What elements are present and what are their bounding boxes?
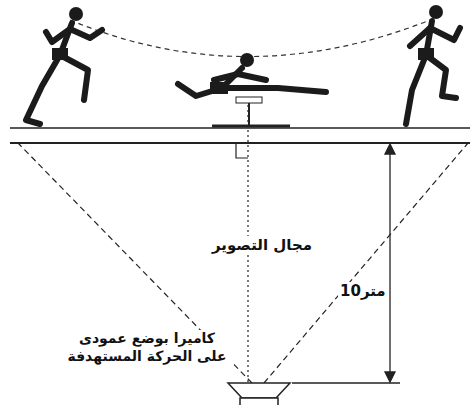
right-angle-mark (236, 143, 248, 158)
field-of-view-label: مجال التصوير (210, 236, 314, 255)
camera-symbol (228, 383, 290, 405)
runner-right (406, 5, 460, 124)
camera-label: كاميرا بوضع عمودى على الحركة المستهدفة (60, 330, 234, 365)
hurdler-middle (178, 53, 326, 96)
field-of-view-right (264, 143, 468, 383)
hurdle (212, 97, 290, 127)
field-of-view-left (18, 143, 252, 383)
runner-left (26, 7, 102, 124)
track-edge (10, 142, 470, 144)
field-of-view-lines (18, 143, 468, 383)
distance-label: 10متر (338, 282, 388, 301)
athletes (26, 5, 460, 124)
trajectory-line (70, 16, 440, 57)
distance-dimension (292, 144, 400, 383)
